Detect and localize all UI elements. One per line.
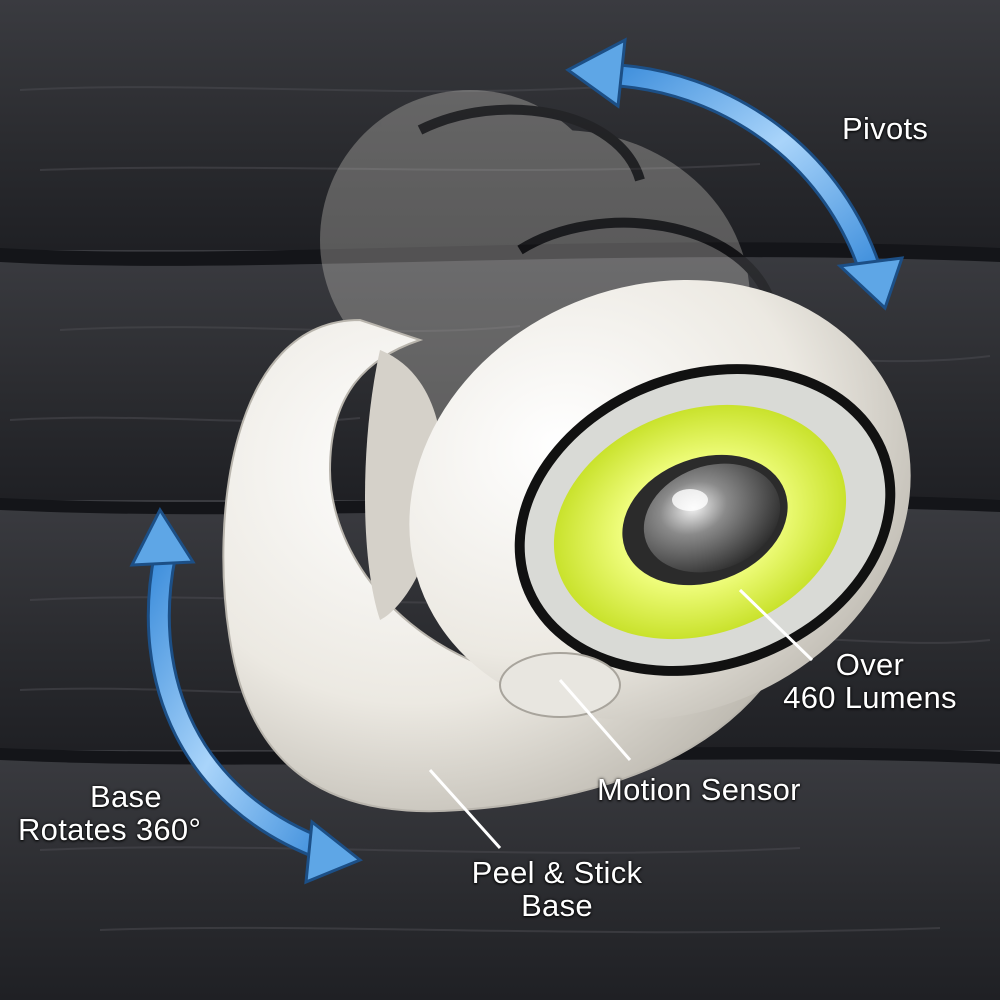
peel-stick-label: Peel & Stick Base xyxy=(452,856,662,922)
peel-stick-label-line1: Peel & Stick xyxy=(471,855,643,890)
base-rotates-label-line2: Rotates 360° xyxy=(18,812,202,847)
rotate-arrow-icon xyxy=(129,506,363,885)
lumens-label: Over 460 Lumens xyxy=(760,648,980,714)
callout-leader-lines xyxy=(428,588,814,850)
motion-sensor-window xyxy=(499,652,621,718)
lumens-label-line1: Over xyxy=(835,647,905,682)
base-rotates-label: Base Rotates 360° xyxy=(18,780,240,846)
light-head xyxy=(409,279,911,721)
base-rotates-label-line1: Base xyxy=(90,779,162,814)
pivots-label: Pivots xyxy=(842,111,929,146)
pivot-arrow-icon xyxy=(565,37,905,311)
lumens-label-line2: 460 Lumens xyxy=(783,680,957,715)
pir-sensor-lens xyxy=(643,463,781,573)
motion-sensor-label: Motion Sensor xyxy=(597,772,801,807)
peel-stick-label-line2: Base xyxy=(521,888,593,923)
